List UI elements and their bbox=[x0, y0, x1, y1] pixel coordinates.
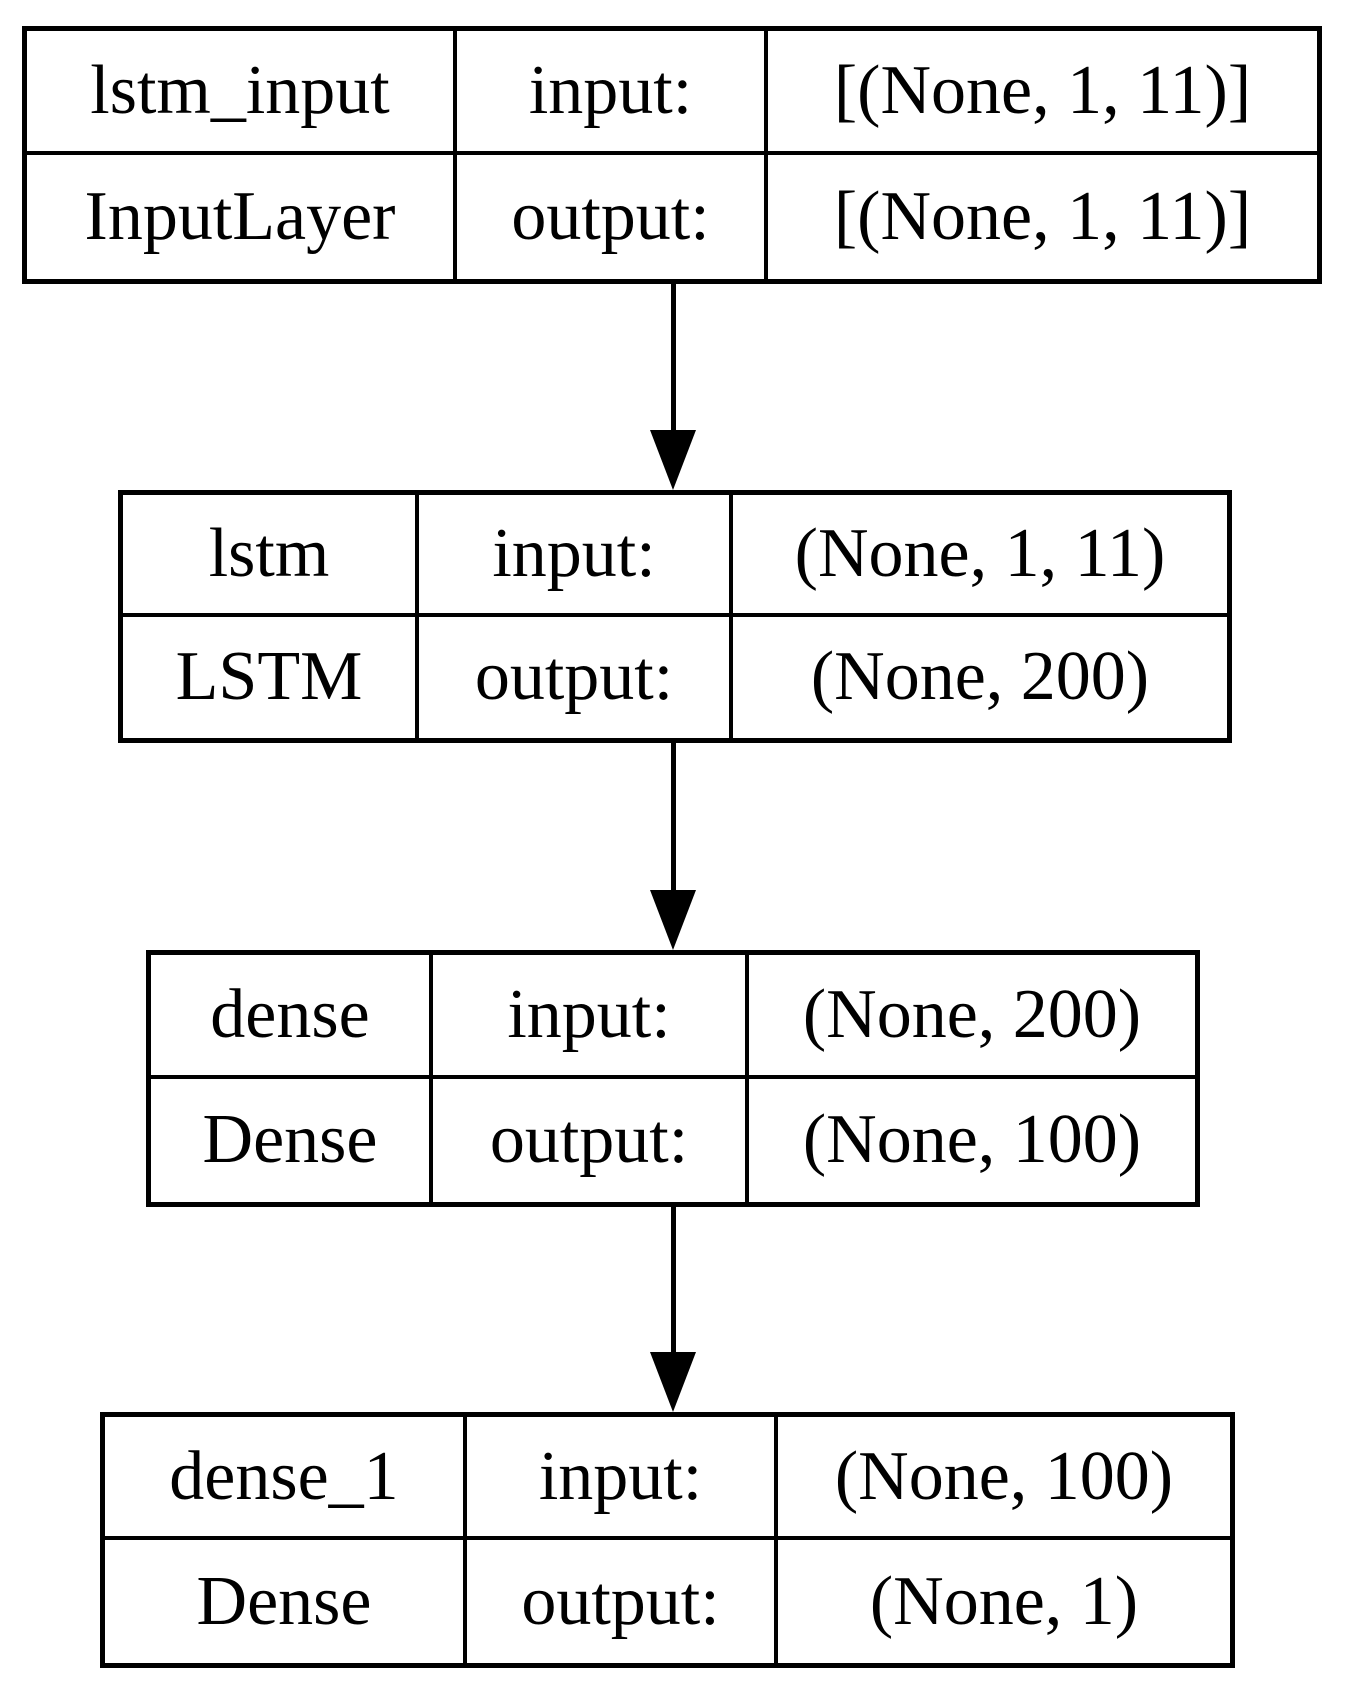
layer-class: InputLayer bbox=[27, 155, 457, 279]
output-shape: [(None, 1, 11)] bbox=[833, 178, 1252, 255]
output-shape: (None, 100) bbox=[802, 1101, 1142, 1179]
layer-class: Dense bbox=[151, 1078, 433, 1202]
input-label: input: bbox=[467, 1417, 778, 1540]
layer-node-dense: dense input: (None, 200) Dense output: (… bbox=[146, 950, 1200, 1207]
output-shape: (None, 1) bbox=[869, 1562, 1139, 1640]
layer-node-lstm-input: lstm_input input: [(None, 1, 11)] InputL… bbox=[22, 26, 1322, 284]
arrow-shaft bbox=[671, 743, 676, 936]
layer-class: LSTM bbox=[123, 616, 419, 738]
layer-node-lstm: lstm input: (None, 1, 11) LSTM output: (… bbox=[118, 490, 1232, 743]
layer-name: dense bbox=[151, 955, 433, 1079]
layer-name: lstm_input bbox=[27, 31, 457, 155]
input-shape: [(None, 1, 11)] bbox=[768, 31, 1317, 155]
edge-arrow-1 bbox=[650, 284, 696, 490]
layer-class: Dense bbox=[105, 1540, 467, 1663]
arrowhead-icon bbox=[650, 430, 696, 490]
arrow-shaft bbox=[671, 284, 676, 476]
input-shape: (None, 1, 11) bbox=[733, 495, 1227, 617]
input-label: input: bbox=[419, 495, 733, 617]
input-label: input: bbox=[457, 31, 768, 155]
output-shape: (None, 200) bbox=[810, 638, 1150, 716]
input-shape: (None, 100) bbox=[778, 1417, 1230, 1540]
edge-arrow-2 bbox=[650, 743, 696, 950]
edge-arrow-3 bbox=[650, 1207, 696, 1412]
layer-node-dense-1: dense_1 input: (None, 100) Dense output:… bbox=[100, 1412, 1235, 1668]
output-label: output: bbox=[419, 616, 733, 738]
output-label: output: bbox=[457, 155, 768, 279]
output-label: output: bbox=[467, 1540, 778, 1663]
arrowhead-icon bbox=[650, 1352, 696, 1412]
input-shape: (None, 200) bbox=[749, 955, 1195, 1079]
layer-name: lstm bbox=[123, 495, 419, 617]
input-label: input: bbox=[433, 955, 749, 1079]
output-label: output: bbox=[433, 1078, 749, 1202]
arrow-shaft bbox=[671, 1207, 676, 1398]
arrowhead-icon bbox=[650, 890, 696, 950]
layer-name: dense_1 bbox=[105, 1417, 467, 1540]
